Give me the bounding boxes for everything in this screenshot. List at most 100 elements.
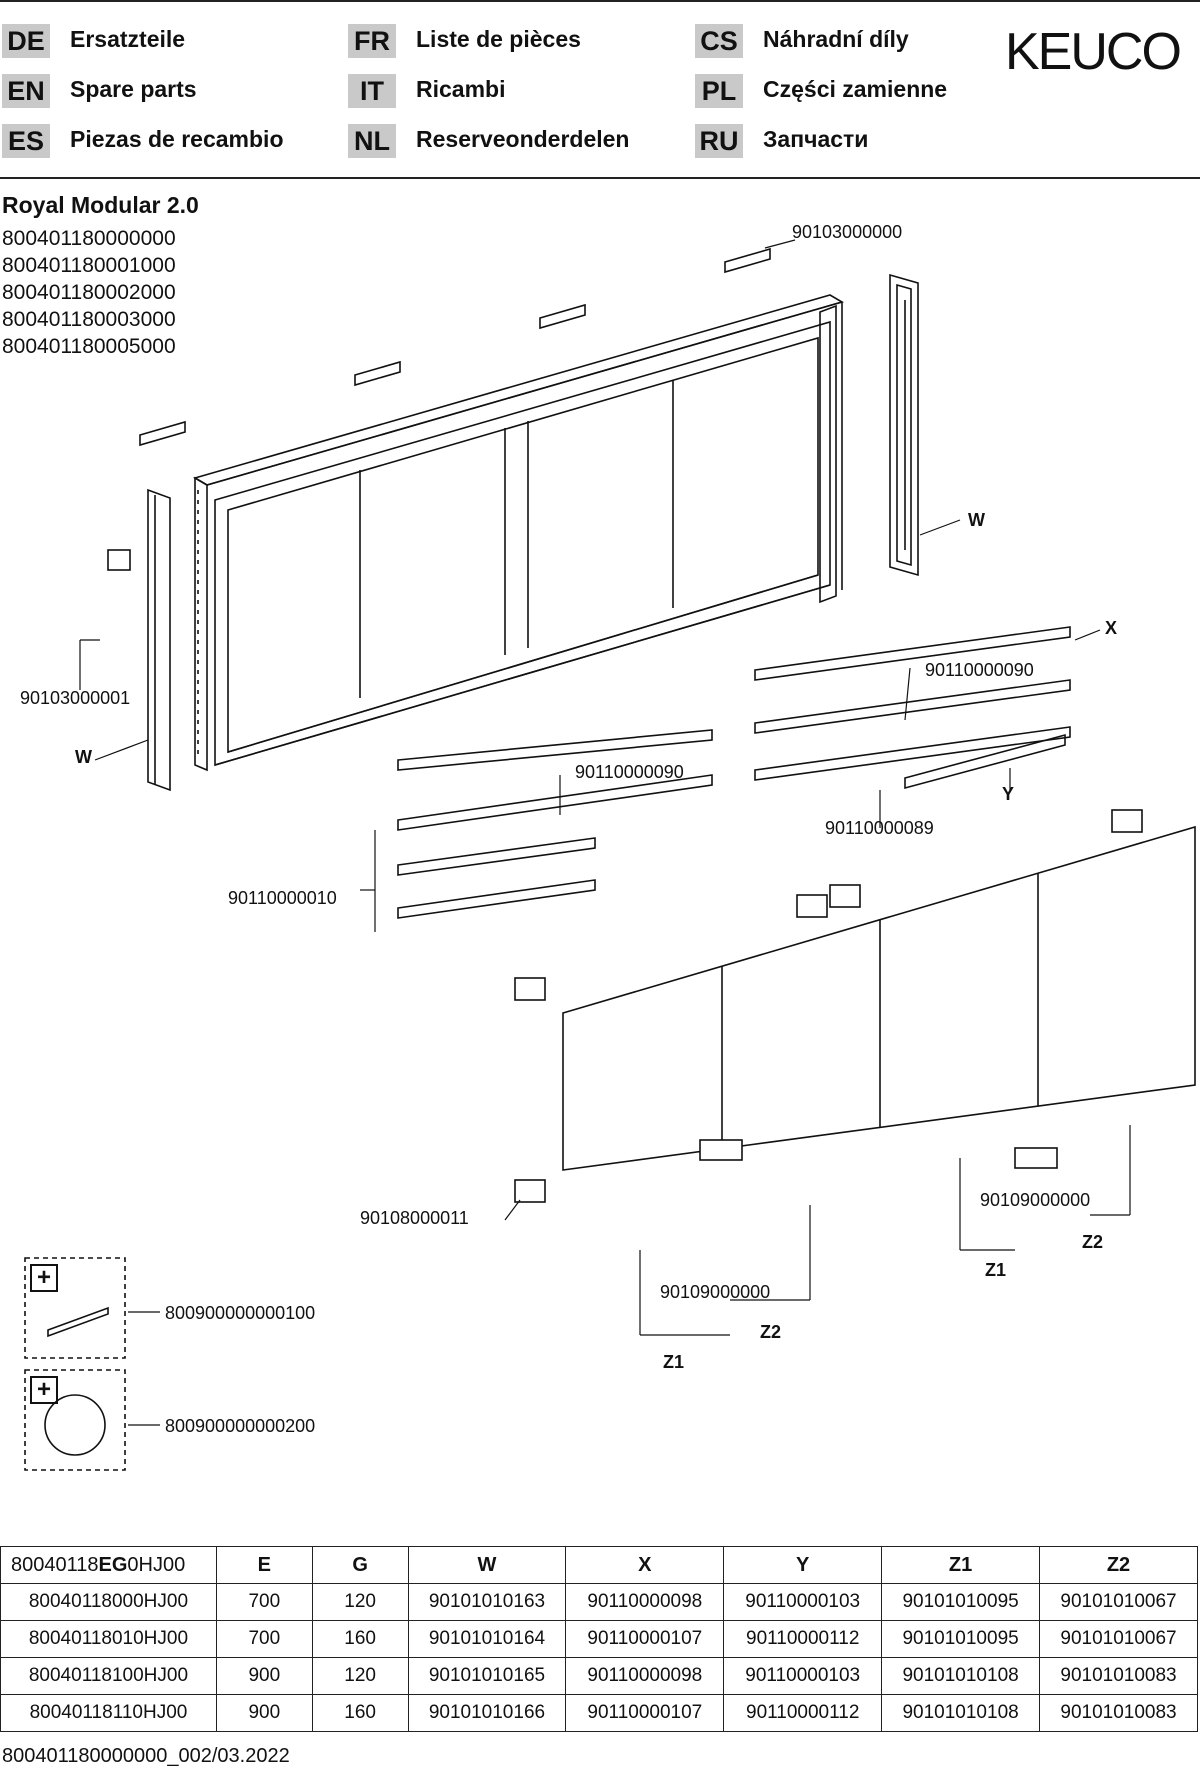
table-cell: 90110000107 [565,1620,725,1658]
article-number: 800401180005000 [2,335,176,358]
callout-accessory-1: 800900000000100 [165,1303,316,1323]
header-divider [0,177,1200,179]
table-cell: 90101010083 [1039,1694,1198,1732]
table-header-col: Z1 [881,1546,1041,1584]
table-header-col: Z2 [1039,1546,1198,1584]
article-number: 800401180000000 [2,227,176,250]
table-cell: 90101010095 [881,1583,1041,1621]
table-cell: 90110000098 [565,1583,725,1621]
glass-shelves [397,626,1071,919]
lang-code-pl: PL [695,74,743,108]
table-header-col: W [407,1546,567,1584]
table-cell: 90101010108 [881,1694,1041,1732]
article-number: 800401180003000 [2,308,176,331]
lang-code-cs: CS [695,24,743,58]
article-number: 800401180001000 [2,254,176,277]
hinges [514,809,1143,1203]
table-cell: 160 [311,1620,409,1658]
lang-code-de: DE [2,24,50,58]
plus-icon: + [30,1264,58,1292]
table-cell: 700 [215,1620,313,1658]
table-cell: 120 [311,1583,409,1621]
table-cell: 90101010095 [881,1620,1041,1658]
callout-bracket-left: 90109000000 [660,1282,771,1302]
table-header-col: Y [723,1546,883,1584]
lang-code-it: IT [348,74,396,108]
callout-part-top-right: 90103000000 [792,222,903,242]
table-cell: 90101010166 [407,1694,567,1732]
table-cell: 90110000107 [565,1694,725,1732]
callout-z1-right: Z1 [985,1260,1007,1280]
document-footer: 800401180000000_002/03.2022 [2,1745,290,1767]
cabinet-body [192,294,845,772]
lang-name-cs: Náhradní díly [763,26,909,52]
table-row: 80040118100HJ00 900 120 90101010165 9011… [0,1657,1198,1695]
table-header-row: 80040118EG0HJ00 E G W X Y Z1 Z2 [0,1546,1198,1584]
lang-name-it: Ricambi [416,76,506,102]
table-header-article: 80040118EG0HJ00 [0,1546,217,1584]
plus-icon: + [30,1376,58,1404]
callout-w-right: W [968,510,985,530]
lang-name-en: Spare parts [70,76,197,102]
table-cell: 90110000103 [723,1657,883,1695]
mounting-brackets [107,247,771,571]
accessory-boxes [24,1257,126,1471]
callout-part-left: 90103000001 [20,688,131,708]
callout-z2-left: Z2 [760,1322,782,1342]
lang-name-pl: Części zamienne [763,76,948,102]
table-cell: 90110000098 [565,1657,725,1695]
article-number: 800401180002000 [2,281,176,304]
table-cell: 90110000112 [723,1620,883,1658]
table-row: 80040118110HJ00 900 160 90101010166 9011… [0,1694,1198,1732]
callout-accessory-2: 800900000000200 [165,1416,316,1436]
table-cell: 900 [215,1694,313,1732]
parts-table: 80040118EG0HJ00 E G W X Y Z1 Z2 80040118… [0,1546,1198,1732]
keuco-logo: KEUCO [1005,23,1182,81]
lang-name-fr: Liste de pièces [416,26,581,52]
table-cell: 80040118100HJ00 [0,1657,217,1695]
callout-z2-right: Z2 [1082,1232,1104,1252]
table-cell: 90110000103 [723,1583,883,1621]
table-cell: 80040118000HJ00 [0,1583,217,1621]
callout-shelf-clip-right: 90110000090 [925,660,1034,680]
lang-name-es: Piezas de recambio [70,126,284,152]
table-row: 80040118000HJ00 700 120 90101010163 9011… [0,1583,1198,1621]
side-panel-right [889,273,919,577]
table-cell: 900 [215,1657,313,1695]
table-cell: 90101010164 [407,1620,567,1658]
lang-code-en: EN [2,74,50,108]
callout-hinge: 90108000011 [360,1208,469,1228]
callout-w-left: W [75,747,92,767]
callout-z1-left: Z1 [663,1352,685,1372]
leader-lines [79,239,1131,1426]
table-cell: 90101010165 [407,1657,567,1695]
table-cell: 90101010163 [407,1583,567,1621]
lang-name-nl: Reserveonderdelen [416,126,630,152]
lang-name-de: Ersatzteile [70,26,186,52]
accessory-parts [44,1306,109,1456]
table-cell: 90101010083 [1039,1657,1198,1695]
callout-y: Y [1002,784,1015,804]
top-rule [0,0,1200,2]
table-cell: 90101010067 [1039,1583,1198,1621]
table-cell: 700 [215,1583,313,1621]
callout-shelf-clip-left: 90110000090 [575,762,684,782]
mirror-doors [562,825,1196,1171]
lang-code-nl: NL [348,124,396,158]
table-header-col: X [565,1546,725,1584]
table-cell: 120 [311,1657,409,1695]
table-header-col: G [311,1546,409,1584]
callout-bracket-right: 90109000000 [980,1190,1091,1210]
table-cell: 160 [311,1694,409,1732]
table-cell: 90101010108 [881,1657,1041,1695]
callout-glass-shelves: 90110000010 [228,888,337,908]
lang-code-fr: FR [348,24,396,58]
side-panel-left [147,488,171,792]
lang-name-ru: Запчасти [763,126,869,152]
callout-x: X [1105,618,1118,638]
model-title: Royal Modular 2.0 [2,192,199,218]
table-row: 80040118010HJ00 700 160 90101010164 9011… [0,1620,1198,1658]
callout-shelf-support: 90110000089 [825,818,934,838]
table-cell: 80040118110HJ00 [0,1694,217,1732]
lang-code-es: ES [2,124,50,158]
